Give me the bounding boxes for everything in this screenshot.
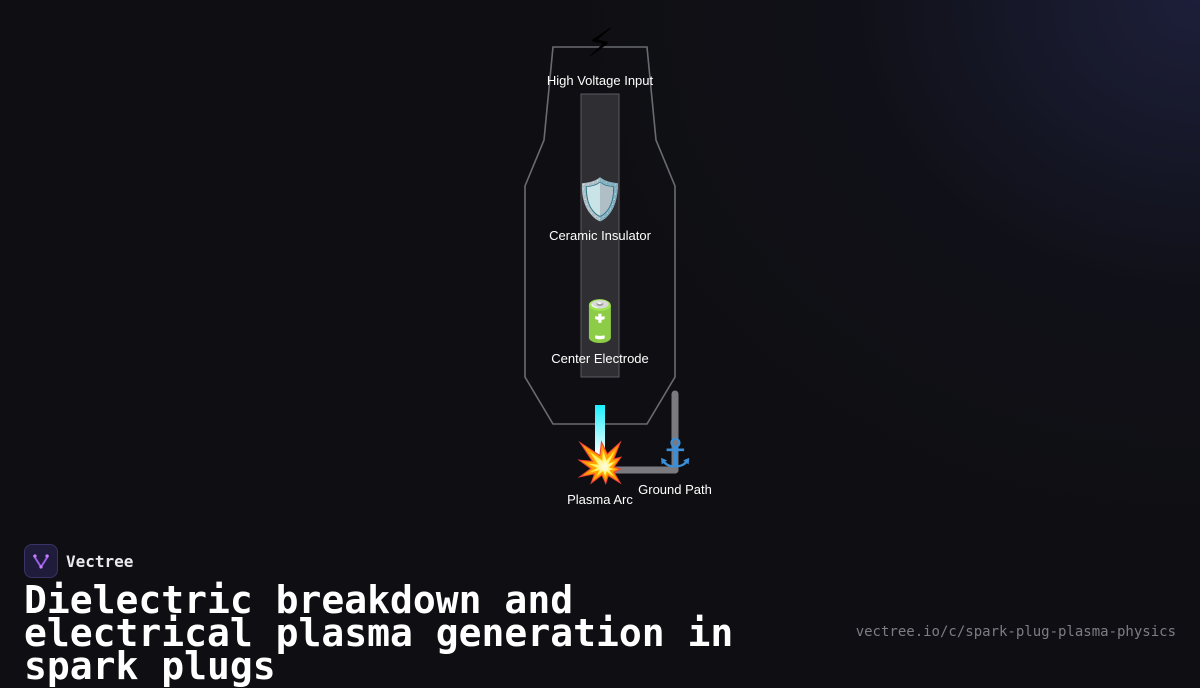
battery-icon: 🔋 xyxy=(575,299,625,345)
source-url[interactable]: vectree.io/c/spark-plug-plasma-physics xyxy=(855,624,1176,640)
anchor-icon: ⚓ xyxy=(657,431,693,477)
ceramic-insulator-label: Ceramic Insulator xyxy=(549,228,651,243)
lightning-bolt-icon: ⚡ xyxy=(585,21,615,67)
shield-icon: 🛡️ xyxy=(575,177,625,223)
plasma-arc-label: Plasma Arc xyxy=(567,492,633,507)
page-title: Dielectric breakdown and electrical plas… xyxy=(24,578,734,688)
brand: Vectree xyxy=(24,544,133,578)
plasma-arc-beam xyxy=(595,405,605,455)
vectree-logo-icon xyxy=(24,544,58,578)
explosion-icon: 💥 xyxy=(575,440,625,486)
spark-plug-outline xyxy=(524,46,676,425)
center-electrode-label: Center Electrode xyxy=(551,351,649,366)
brand-name: Vectree xyxy=(66,551,134,571)
high-voltage-input-label: High Voltage Input xyxy=(546,73,654,88)
ground-path-label: Ground Path xyxy=(638,482,712,497)
ceramic-insulator-column xyxy=(580,93,620,378)
